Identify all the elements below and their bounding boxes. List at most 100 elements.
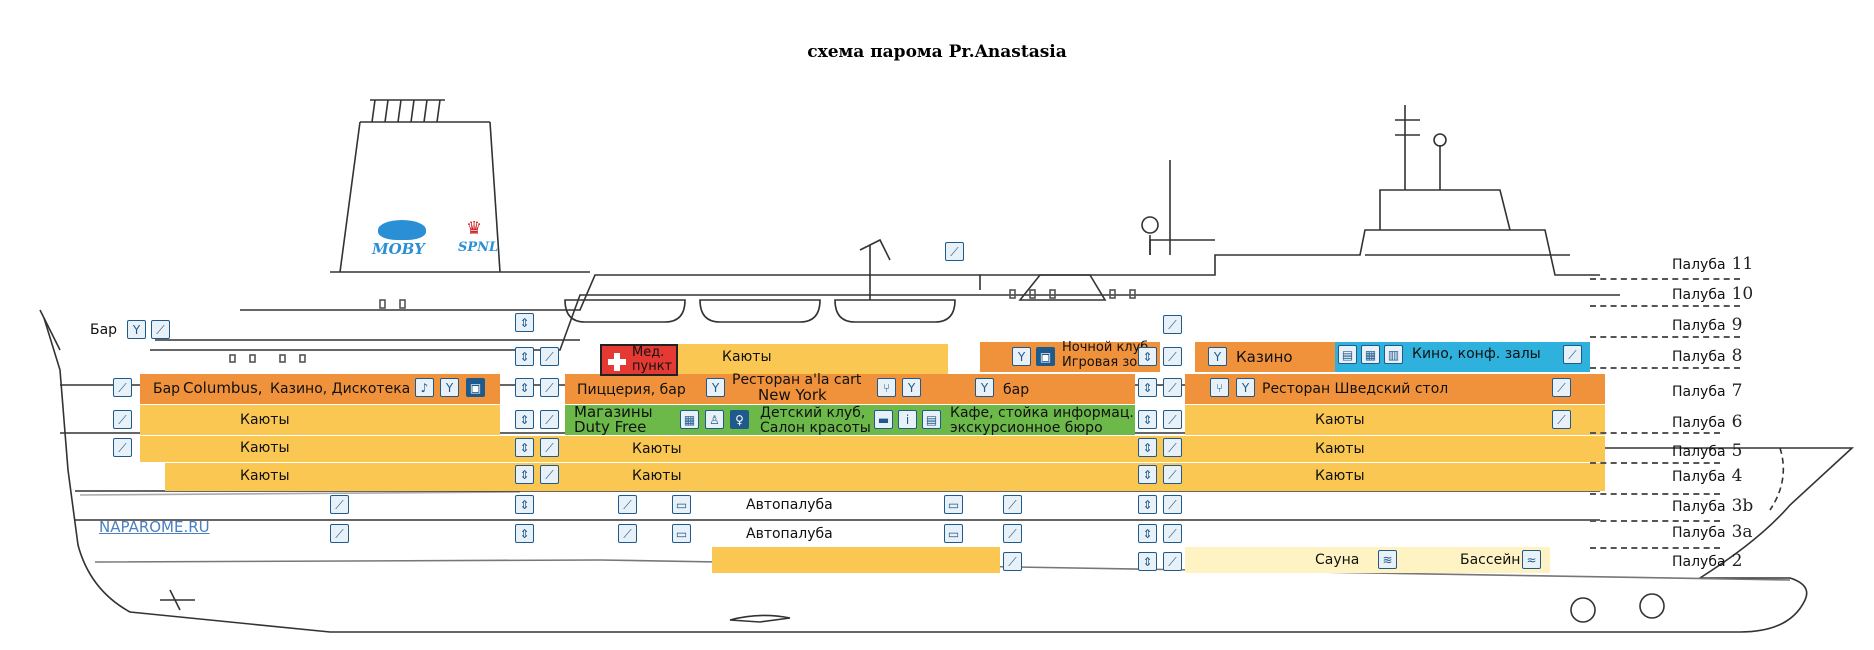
- stairs-icon[interactable]: ⟋: [330, 495, 349, 514]
- stairs-icon[interactable]: ⟋: [1163, 315, 1182, 334]
- stairs-icon[interactable]: ⟋: [113, 438, 132, 457]
- elevator-icon[interactable]: ⇕: [515, 438, 534, 457]
- car-icon[interactable]: ▭: [672, 524, 691, 543]
- elevator-icon[interactable]: ⇕: [1138, 347, 1157, 366]
- stairs-icon[interactable]: ⟋: [1003, 524, 1022, 543]
- car-icon[interactable]: ▭: [944, 495, 963, 514]
- stairs-icon[interactable]: ⟋: [1552, 378, 1571, 397]
- deck4-cabins-zone: [165, 463, 1605, 491]
- stairs-icon[interactable]: ⟋: [618, 495, 637, 514]
- elevator-icon[interactable]: ⇕: [515, 313, 534, 332]
- columbus-rest-label: Казино, Дискотека: [270, 381, 411, 397]
- stairs-icon[interactable]: ⟋: [1563, 345, 1582, 364]
- cocktail-icon[interactable]: Y: [1012, 347, 1031, 366]
- car-icon[interactable]: ▭: [672, 495, 691, 514]
- deck4-cabins-left-label: Каюты: [240, 468, 290, 484]
- meeting-icon[interactable]: ▥: [1384, 345, 1403, 364]
- cocktail-icon[interactable]: Y: [706, 378, 725, 397]
- deck2-storage-zone: [712, 547, 1000, 573]
- sauna-icon[interactable]: ≋: [1378, 550, 1397, 569]
- cinema-icon[interactable]: ▦: [1361, 345, 1380, 364]
- deck7-center-zone: [565, 374, 1135, 404]
- cocktail-icon[interactable]: Y: [127, 320, 146, 339]
- elevator-icon[interactable]: ⇕: [1138, 438, 1157, 457]
- elevator-icon[interactable]: ⇕: [515, 524, 534, 543]
- deck5-cabins-left-label: Каюты: [240, 440, 290, 456]
- elevator-icon[interactable]: ⇕: [515, 465, 534, 484]
- deck9-bar-label: Бар: [90, 322, 118, 338]
- cocktail-icon[interactable]: Y: [902, 378, 921, 397]
- red-cross-icon: [608, 353, 626, 371]
- deck-line: [1590, 305, 1740, 307]
- stairs-icon[interactable]: ⟋: [113, 378, 132, 397]
- shop-icon[interactable]: ▦: [680, 410, 699, 429]
- info-desk-icon[interactable]: ▬: [874, 410, 893, 429]
- cutlery-icon[interactable]: ⑂: [877, 378, 896, 397]
- cocktail-icon[interactable]: Y: [975, 378, 994, 397]
- deck6-cabins-left-label: Каюты: [240, 412, 290, 428]
- excursion-icon[interactable]: ▤: [922, 410, 941, 429]
- elevator-icon[interactable]: ⇕: [1138, 552, 1157, 571]
- stairs-icon[interactable]: ⟋: [540, 465, 559, 484]
- cocktail-icon[interactable]: Y: [440, 378, 459, 397]
- deck6-cabins-right-label: Каюты: [1315, 412, 1365, 428]
- stairs-icon[interactable]: ⟋: [1003, 552, 1022, 571]
- deck-line: [1590, 367, 1740, 369]
- cocktail-icon[interactable]: Y: [1208, 347, 1227, 366]
- pool-icon[interactable]: ≈: [1522, 550, 1541, 569]
- stairs-icon[interactable]: ⟋: [1163, 347, 1182, 366]
- deck8-cabins-zone: [678, 344, 948, 376]
- stairs-icon[interactable]: ⟋: [330, 524, 349, 543]
- elevator-icon[interactable]: ⇕: [1138, 495, 1157, 514]
- stairs-icon[interactable]: ⟋: [1163, 552, 1182, 571]
- med-label: Мед.пункт: [632, 345, 673, 374]
- stairs-icon[interactable]: ⟋: [540, 438, 559, 457]
- kids-club-label: Детский клуб,Салон красоты: [760, 405, 871, 436]
- deck7-bar-prefix: Бар: [153, 381, 181, 397]
- stairs-icon[interactable]: ⟋: [1163, 465, 1182, 484]
- slot-machine-icon[interactable]: ▣: [466, 378, 485, 397]
- columbus-label: Columbus,: [183, 379, 263, 397]
- beauty-icon[interactable]: ♀: [730, 410, 749, 429]
- elevator-icon[interactable]: ⇕: [515, 347, 534, 366]
- elevator-icon[interactable]: ⇕: [1138, 465, 1157, 484]
- game-icon[interactable]: ▣: [1036, 347, 1055, 366]
- elevator-icon[interactable]: ⇕: [515, 495, 534, 514]
- deckchair-icon[interactable]: ⟋: [151, 320, 170, 339]
- stairs-icon[interactable]: ⟋: [1003, 495, 1022, 514]
- elevator-icon[interactable]: ⇕: [1138, 410, 1157, 429]
- stairs-icon[interactable]: ⟋: [540, 410, 559, 429]
- cutlery-icon[interactable]: ⑂: [1210, 378, 1229, 397]
- car-icon[interactable]: ▭: [944, 524, 963, 543]
- info-icon[interactable]: i: [898, 410, 917, 429]
- stairs-icon[interactable]: ⟋: [1552, 410, 1571, 429]
- child-icon[interactable]: ♙: [705, 410, 724, 429]
- stairs-icon[interactable]: ⟋: [945, 242, 964, 261]
- medical-point[interactable]: Мед.пункт: [600, 344, 678, 376]
- stairs-icon[interactable]: ⟋: [1163, 438, 1182, 457]
- conference-icon[interactable]: ▤: [1338, 345, 1357, 364]
- casino-label: Казино: [1236, 348, 1293, 366]
- watermark-link[interactable]: NAPAROME.RU: [99, 518, 210, 536]
- cocktail-icon[interactable]: Y: [1236, 378, 1255, 397]
- stairs-icon[interactable]: ⟋: [618, 524, 637, 543]
- deck-line: [1590, 547, 1720, 549]
- stairs-icon[interactable]: ⟋: [540, 378, 559, 397]
- stairs-icon[interactable]: ⟋: [113, 410, 132, 429]
- elevator-icon[interactable]: ⇕: [1138, 378, 1157, 397]
- dance-icon[interactable]: ♪: [415, 378, 434, 397]
- stairs-icon[interactable]: ⟋: [1163, 524, 1182, 543]
- elevator-icon[interactable]: ⇕: [1138, 524, 1157, 543]
- pool-label: Бассейн: [1460, 552, 1521, 568]
- stairs-icon[interactable]: ⟋: [1163, 410, 1182, 429]
- elevator-icon[interactable]: ⇕: [515, 378, 534, 397]
- stairs-icon[interactable]: ⟋: [540, 347, 559, 366]
- stairs-icon[interactable]: ⟋: [1163, 378, 1182, 397]
- elevator-icon[interactable]: ⇕: [515, 410, 534, 429]
- stairs-icon[interactable]: ⟋: [1163, 495, 1182, 514]
